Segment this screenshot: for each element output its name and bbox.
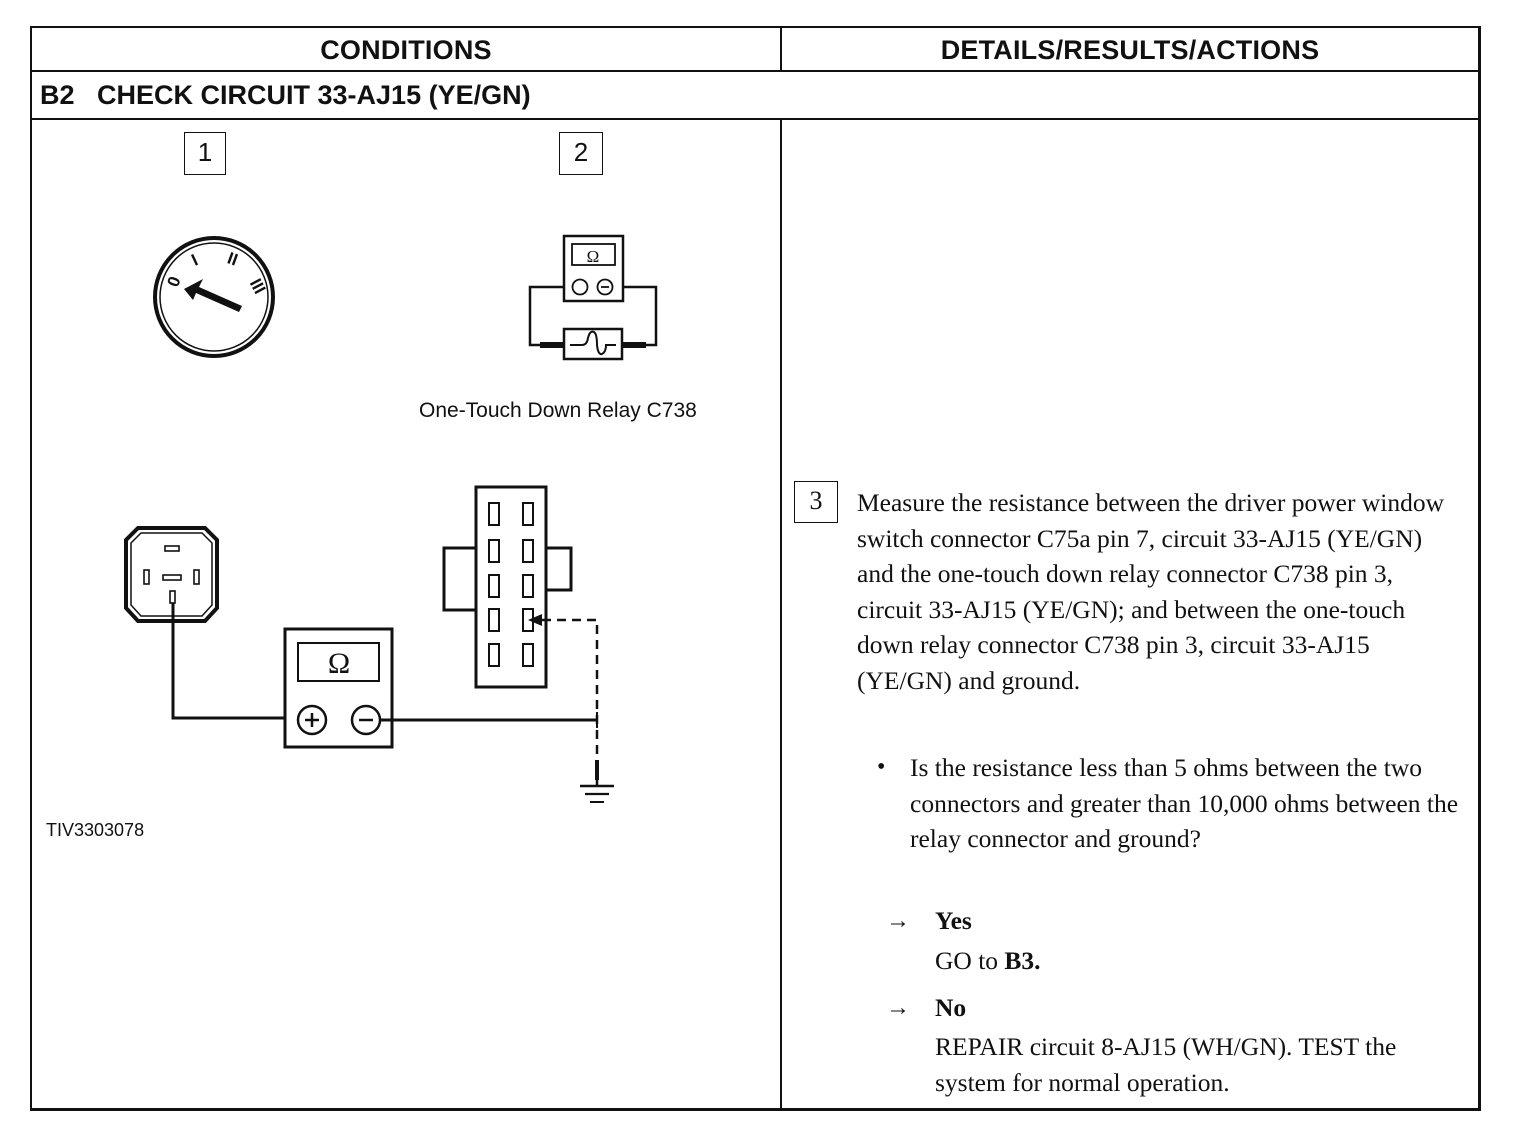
ground-symbol-icon <box>580 780 614 803</box>
figure-id: TIV3303078 <box>46 820 145 840</box>
procedure-table <box>30 26 1481 1111</box>
ignition-position-1: I <box>189 251 201 270</box>
ignition-position-3: III <box>246 276 269 297</box>
details-header: DETAILS/RESULTS/ACTIONS <box>940 35 1320 65</box>
yes-arrow-icon: → <box>886 908 910 934</box>
step-3-box: 3 <box>794 481 838 523</box>
switch-connector-icon <box>124 526 219 623</box>
header-column-divider <box>780 26 782 72</box>
question-bullet: • <box>877 754 886 780</box>
meter-symbol: Ω <box>328 647 350 680</box>
no-arrow-icon: → <box>886 995 910 1021</box>
header-divider <box>30 70 1479 72</box>
relay-label: One-Touch Down Relay C738 <box>419 399 697 422</box>
no-action: REPAIR circuit 8-AJ15 (WH/GN). TEST the … <box>935 1032 1397 1097</box>
ignition-position-0: 0 <box>164 274 185 289</box>
ignition-position-2: II <box>225 248 240 269</box>
yes-label: Yes <box>935 906 972 935</box>
resistance-question: Is the resistance less than 5 ohms betwe… <box>910 753 1459 854</box>
body-column-divider <box>780 118 782 1108</box>
probe-lead-icon <box>528 614 599 780</box>
yes-action: GO to B3. <box>935 943 1455 979</box>
relay-connector-icon <box>442 485 573 689</box>
ignition-switch-icon: 0 I II III <box>153 236 275 358</box>
no-label: No <box>935 993 967 1022</box>
ohmmeter-icon: Ω <box>283 627 394 749</box>
small-ohmmeter-icon: Ω <box>528 234 658 361</box>
conditions-header: CONDITIONS <box>320 35 492 65</box>
step-2-box: 2 <box>559 132 603 175</box>
test-diagram: 0 I II III Ω Ω <box>124 234 658 803</box>
title-divider <box>30 118 1479 120</box>
step-1-box: 1 <box>184 132 226 175</box>
yes-action-target[interactable]: B3. <box>1004 946 1041 975</box>
small-meter-symbol: Ω <box>587 247 600 266</box>
yes-action-prefix: GO to <box>935 946 1005 975</box>
measurement-instruction: Measure the resistance between the drive… <box>857 488 1444 695</box>
switch-to-meter-wire <box>171 603 292 720</box>
step-title: B2 CHECK CIRCUIT 33-AJ15 (YE/GN) <box>40 80 531 110</box>
